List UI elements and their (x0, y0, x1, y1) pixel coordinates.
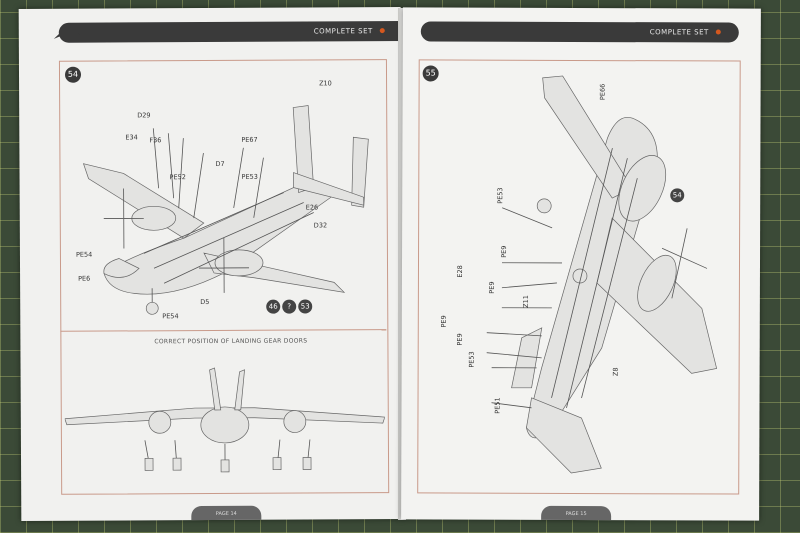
left-header-band: COMPLETE SET (58, 21, 401, 43)
brand-logo-icon (53, 24, 84, 39)
part-label: PE9 (500, 245, 509, 258)
part-label: PE51 (493, 397, 502, 414)
right-page-number: PAGE 15 (565, 510, 587, 518)
part-label: D32 (313, 221, 328, 230)
aircraft-drawing-top (82, 105, 369, 315)
part-label: PE9 (455, 333, 464, 346)
right-header-band: COMPLETE SET (420, 21, 739, 43)
part-label: PE9 (487, 281, 496, 294)
part-label: F36 (149, 136, 162, 145)
part-label: D5 (200, 298, 210, 307)
part-label: E34 (125, 133, 138, 142)
part-label: D7 (215, 159, 225, 168)
step-reference-badge: 46 (266, 299, 281, 314)
left-page-number: PAGE 14 (215, 510, 237, 517)
right-footer-tab: PAGE 15 (541, 505, 612, 521)
step-reference-badge: 54 (670, 188, 685, 203)
part-label: PE53 (496, 187, 505, 204)
aircraft-drawing-underside (486, 75, 718, 474)
left-page: COMPLETE SET 54 Z10 D29 E34 F36 (18, 7, 404, 521)
accent-dot (379, 28, 385, 34)
aircraft-front-view (64, 367, 386, 473)
part-label: PE9 (439, 315, 448, 328)
part-label: Z10 (319, 79, 332, 88)
part-label: PE67 (241, 135, 258, 144)
right-page: COMPLETE SET 55 PE66 PE53 E28 PE9 PE9 Z1… (401, 7, 761, 521)
part-label: E26 (305, 203, 319, 212)
right-header-text: COMPLETE SET (649, 28, 709, 37)
part-label: PE54 (75, 250, 93, 259)
left-header-text: COMPLETE SET (313, 27, 373, 36)
subtitle: CORRECT POSITION OF LANDING GEAR DOORS (154, 337, 308, 346)
part-label: PE54 (162, 312, 179, 321)
step-reference-badge: 53 (298, 299, 313, 314)
part-label: PE66 (598, 83, 607, 101)
step-reference-badge: ? (282, 299, 297, 314)
part-label: E28 (455, 265, 464, 278)
part-label: PE6 (78, 274, 91, 283)
part-label: Z11 (521, 295, 530, 308)
part-label: PE53 (467, 351, 476, 368)
part-label: D29 (137, 111, 151, 120)
left-footer-tab: PAGE 14 (191, 505, 262, 521)
part-label: PE53 (241, 172, 258, 181)
part-label: PE52 (169, 173, 186, 182)
accent-dot (715, 29, 721, 35)
part-label: Z8 (611, 367, 620, 377)
